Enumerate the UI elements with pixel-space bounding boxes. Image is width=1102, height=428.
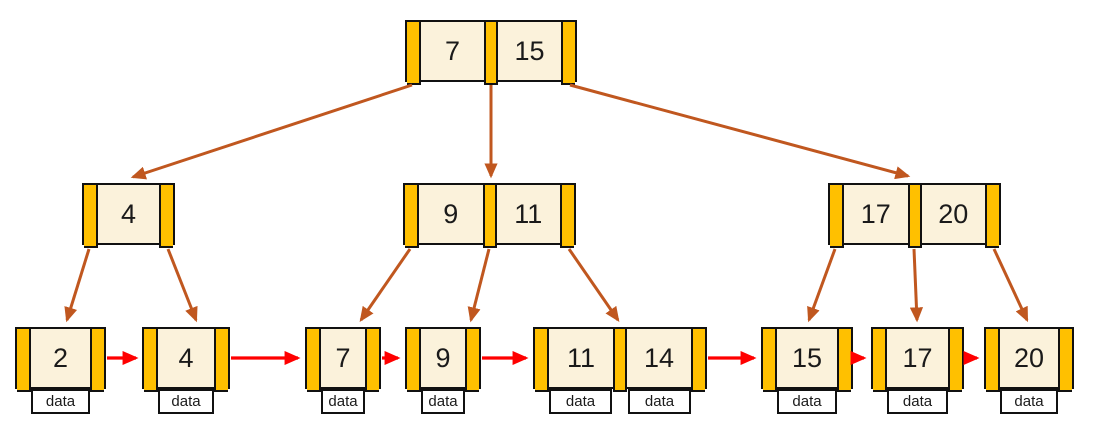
leaf-data-row: data (15, 389, 106, 414)
key-cell: 20 (1013, 342, 1045, 373)
pointer-slot (830, 185, 844, 248)
pointer-slot (84, 185, 98, 248)
pointer-slot (873, 329, 887, 392)
pointer-slot (214, 329, 228, 392)
internal-node: 4 (82, 183, 175, 248)
internal-node: 17 20 (828, 183, 1001, 248)
leaf-node: 15 data (761, 327, 853, 414)
tree-pointer-arrow (130, 83, 413, 180)
data-box: data (421, 389, 465, 414)
key-cell: 9 (443, 198, 459, 229)
internal-node-row: 9 11 (403, 183, 576, 248)
pointer-slot (407, 22, 421, 85)
tree-pointer-arrow (807, 248, 837, 323)
leaf-node: 20 data (984, 327, 1074, 414)
key-cell: 17 (902, 342, 933, 373)
leaf-node: 7 data (305, 327, 381, 414)
pointer-slot (365, 329, 379, 392)
leaf-data-row: data (871, 389, 964, 414)
pointer-slot (948, 329, 962, 392)
pointer-slot (535, 329, 549, 392)
data-box: data (777, 389, 837, 414)
key-cell: 9 (435, 342, 451, 373)
pointer-slot (837, 329, 851, 392)
key-cell: 7 (335, 342, 351, 373)
leaf-data-row: data (761, 389, 853, 414)
key-cell: 4 (120, 198, 137, 229)
data-box: data (321, 389, 365, 414)
key-cell: 17 (860, 198, 891, 229)
pointer-slot (613, 329, 627, 392)
leaf-data-row: data data (533, 389, 707, 414)
leaf-node-row: 2 (15, 327, 106, 392)
pointer-slot (159, 185, 173, 248)
pointer-slot (561, 22, 575, 85)
tree-pointer-arrow (567, 248, 620, 322)
leaf-node-row: 20 (984, 327, 1074, 392)
tree-pointer-arrow (992, 248, 1029, 323)
data-box: data (31, 389, 90, 414)
pointer-slot (465, 329, 479, 392)
data-box: data (628, 389, 691, 414)
leaf-node-row: 11 14 (533, 327, 707, 392)
leaf-node: 17 data (871, 327, 964, 414)
leaf-node: 2 data (15, 327, 106, 414)
data-box: data (158, 389, 214, 414)
pointer-slot (1058, 329, 1072, 392)
leaf-node-row: 17 (871, 327, 964, 392)
pointer-slot (482, 185, 497, 248)
key-cell: 4 (178, 342, 194, 373)
key-cell: 11 (566, 342, 596, 373)
key-cell: 20 (938, 198, 969, 229)
leaf-data-row: data (984, 389, 1074, 414)
key-cell: 11 (514, 198, 543, 229)
leaf-node-row: 9 (405, 327, 481, 392)
pointer-slot (17, 329, 31, 392)
leaf-node: 9 data (405, 327, 481, 414)
root-node-row: 7 15 (405, 20, 577, 85)
leaf-node-row: 4 (142, 327, 230, 392)
tree-pointer-arrow (64, 248, 91, 323)
leaf-node-row: 15 (761, 327, 853, 392)
data-box: data (887, 389, 948, 414)
tree-pointer-arrow (467, 248, 491, 323)
pointer-slot (144, 329, 158, 392)
leaf-data-row: data (142, 389, 230, 414)
pointer-slot (985, 185, 999, 248)
key-cell: 2 (52, 342, 69, 373)
pointer-slot (405, 185, 419, 248)
tree-pointer-arrow (569, 83, 911, 180)
data-box: data (1000, 389, 1058, 414)
leaf-data-row: data (405, 389, 481, 414)
pointer-slot (907, 185, 922, 248)
pointer-slot (307, 329, 321, 392)
tree-pointer-arrow (909, 248, 924, 323)
tree-pointer-arrow (166, 248, 198, 323)
pointer-slot (560, 185, 574, 248)
key-cell: 7 (444, 35, 461, 66)
pointer-slot (763, 329, 777, 392)
pointer-slot (407, 329, 421, 392)
key-cell: 14 (643, 342, 675, 373)
pointer-slot (90, 329, 104, 392)
tree-pointer-arrow (359, 248, 412, 322)
pointer-slot (986, 329, 1000, 392)
leaf-node: 4 data (142, 327, 230, 414)
key-cell: 15 (514, 35, 545, 66)
internal-node-row: 17 20 (828, 183, 1001, 248)
key-cell: 15 (791, 342, 823, 373)
leaf-node: 11 14 data data (533, 327, 707, 414)
internal-node-row: 4 (82, 183, 175, 248)
pointer-slot (484, 22, 498, 85)
leaf-node-row: 7 (305, 327, 381, 392)
leaf-data-row: data (305, 389, 381, 414)
internal-node: 9 11 (403, 183, 576, 248)
pointer-slot (691, 329, 705, 392)
root-node: 7 15 (405, 20, 577, 85)
data-box: data (549, 389, 612, 414)
